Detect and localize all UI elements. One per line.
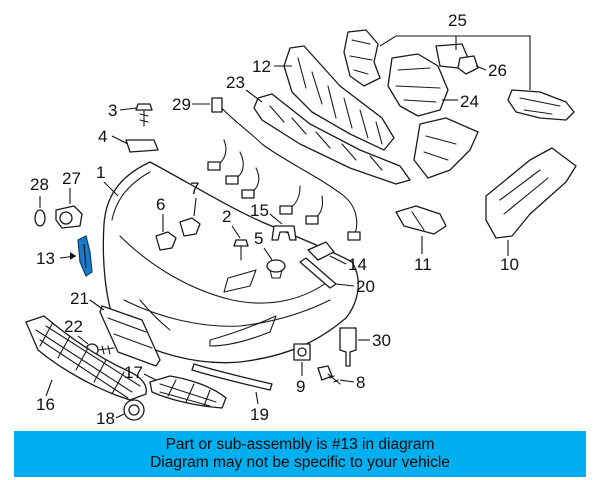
svg-text:3: 3: [108, 101, 117, 120]
svg-text:18: 18: [96, 409, 115, 428]
svg-text:12: 12: [252, 57, 271, 76]
callout-30: 30: [358, 331, 391, 350]
svg-text:4: 4: [98, 127, 107, 146]
svg-text:26: 26: [488, 61, 507, 80]
svg-text:29: 29: [172, 95, 191, 114]
callout-7: 7: [190, 179, 199, 217]
part-14-cover: [307, 241, 335, 261]
callout-28: 28: [30, 175, 49, 208]
svg-text:11: 11: [414, 255, 432, 274]
part-3-bolt: [135, 103, 153, 127]
svg-text:2: 2: [222, 207, 231, 226]
part-29-harness: [207, 97, 361, 241]
callout-23: 23: [226, 73, 263, 103]
svg-text:16: 16: [36, 395, 55, 414]
part-23-impact-bar: [253, 93, 411, 185]
part-26-clip: [457, 55, 479, 75]
svg-text:14: 14: [348, 255, 367, 274]
callout-14: 14: [329, 255, 367, 274]
callout-1: 1: [96, 163, 119, 197]
part-27-sensor: [55, 205, 83, 229]
callout-6: 6: [156, 195, 165, 232]
banner-line-1: Part or sub-assembly is #13 in diagram: [165, 436, 435, 453]
part-6-sensor: [155, 231, 177, 251]
part-9-bracket: [293, 343, 311, 361]
callout-16: 16: [36, 379, 55, 414]
svg-text:27: 27: [62, 169, 81, 188]
svg-text:19: 19: [250, 405, 269, 424]
callout-17: 17: [124, 363, 157, 382]
callout-13: 13: [36, 249, 77, 268]
svg-text:6: 6: [156, 195, 165, 214]
part-10-trim: [485, 147, 577, 239]
parts-diagram: 25 26 24 12 23 11: [25, 11, 577, 428]
svg-text:15: 15: [250, 201, 269, 220]
callout-10: 10: [500, 240, 519, 274]
callout-26: 26: [475, 61, 507, 80]
svg-text:5: 5: [254, 229, 263, 248]
callout-2: 2: [222, 207, 241, 239]
svg-text:20: 20: [356, 277, 375, 296]
part-13-highlighted: [77, 235, 93, 277]
side-bracket: [413, 117, 479, 179]
part-2-bolt: [233, 239, 249, 261]
part-28-cap: [34, 209, 46, 227]
part-25-brackets: [343, 29, 575, 121]
part-30-holder: [339, 327, 357, 367]
callout-27: 27: [62, 169, 81, 204]
svg-text:30: 30: [372, 331, 391, 350]
svg-text:1: 1: [96, 163, 105, 182]
part-18-ring: [123, 399, 145, 421]
callout-18: 18: [96, 409, 125, 428]
callout-25: 25: [379, 11, 531, 90]
part-5-grommet: [266, 259, 286, 279]
svg-text:23: 23: [226, 73, 245, 92]
callout-22: 22: [64, 317, 89, 345]
svg-text:24: 24: [460, 92, 479, 111]
part-24-bracket: [387, 53, 449, 117]
callout-5: 5: [254, 229, 273, 261]
part-19-molding: [191, 363, 273, 391]
svg-text:17: 17: [124, 363, 143, 382]
part-8-screw: [317, 365, 341, 385]
svg-text:21: 21: [70, 289, 89, 308]
part-4-bracket: [125, 139, 159, 153]
svg-text:7: 7: [190, 179, 199, 198]
part-17-fog-grille: [149, 375, 227, 409]
callout-8: 8: [339, 373, 365, 392]
svg-text:10: 10: [500, 255, 519, 274]
part-11-bracket: [395, 205, 447, 235]
svg-text:8: 8: [356, 373, 365, 392]
callout-3: 3: [108, 101, 137, 120]
callout-9: 9: [296, 362, 305, 396]
callout-12: 12: [252, 57, 292, 76]
banner-line-2: Diagram may not be specific to your vehi…: [150, 454, 450, 471]
callout-24: 24: [442, 92, 479, 111]
svg-text:9: 9: [296, 377, 305, 396]
part-7-sensor: [179, 217, 201, 237]
part-15-clip: [271, 225, 297, 241]
callout-4: 4: [98, 127, 129, 146]
callout-11: 11: [414, 236, 432, 274]
part-12-absorber: [283, 45, 395, 151]
info-banner: Part or sub-assembly is #13 in diagram D…: [14, 431, 586, 477]
svg-text:22: 22: [64, 317, 83, 336]
svg-text:28: 28: [30, 175, 49, 194]
svg-text:13: 13: [36, 249, 55, 268]
callout-20: 20: [335, 277, 375, 296]
part-16-grille: [25, 315, 147, 401]
callout-19: 19: [250, 391, 269, 424]
callout-29: 29: [172, 95, 210, 114]
callout-21: 21: [70, 289, 105, 311]
svg-text:25: 25: [448, 11, 467, 30]
callout-15: 15: [250, 201, 283, 225]
part-21-plate-bracket: [99, 305, 161, 367]
